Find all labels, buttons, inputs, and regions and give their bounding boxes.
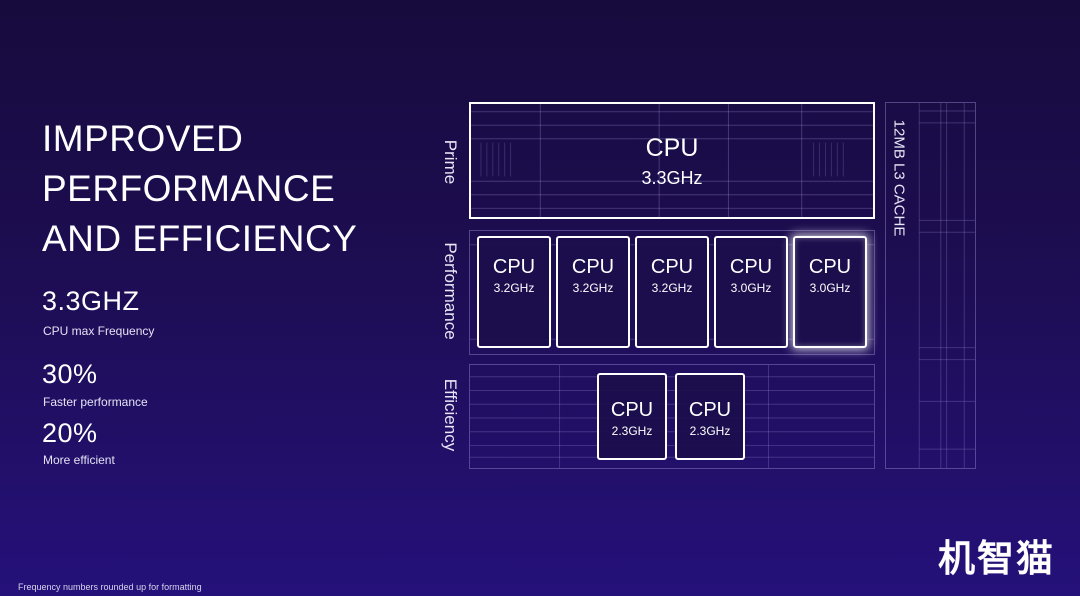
stat-performance-value: 30% [42, 359, 98, 389]
title-line-3: AND EFFICIENCY [42, 218, 358, 259]
cluster-label-efficiency: Efficiency [441, 378, 460, 452]
performance-core-4: CPU 3.0GHz [714, 236, 788, 348]
efficiency-core-2-freq: 2.3GHz [689, 424, 731, 438]
efficiency-cluster [469, 364, 875, 469]
efficiency-core-1: CPU 2.3GHz [597, 373, 667, 460]
performance-core-4-name: CPU [729, 256, 773, 278]
title-line-1: IMPROVED [42, 118, 244, 159]
performance-core-3-freq: 3.2GHz [651, 281, 693, 295]
efficiency-core-2-name: CPU [688, 399, 732, 421]
stat-frequency-label: CPU max Frequency [43, 324, 155, 338]
prime-cluster: CPU 3.3GHz [469, 102, 875, 219]
stat-efficiency-label: More efficient [43, 453, 115, 467]
performance-core-2-name: CPU [571, 256, 615, 278]
prime-grid-lines [471, 104, 873, 217]
efficiency-grid-lines [470, 365, 874, 468]
performance-core-5-freq: 3.0GHz [809, 281, 851, 295]
prime-core-freq: 3.3GHz [641, 168, 703, 188]
performance-core-2-freq: 3.2GHz [572, 281, 614, 295]
performance-core-5-name: CPU [808, 256, 852, 278]
performance-core-1-freq: 3.2GHz [493, 281, 535, 295]
efficiency-core-1-name: CPU [610, 399, 654, 421]
title-line-2: PERFORMANCE [42, 168, 336, 209]
cluster-label-performance: Performance [441, 242, 460, 340]
stat-frequency-value: 3.3GHZ [42, 286, 140, 316]
performance-core-3-name: CPU [650, 256, 694, 278]
performance-core-1: CPU 3.2GHz [477, 236, 551, 348]
footnote: Frequency numbers rounded up for formatt… [18, 582, 202, 592]
l3-cache-block [885, 102, 976, 469]
watermark: 机智猫 [938, 537, 1055, 580]
stat-efficiency-value: 20% [42, 418, 98, 448]
efficiency-core-1-freq: 2.3GHz [611, 424, 653, 438]
cache-grid-lines [918, 103, 975, 468]
cluster-label-prime: Prime [441, 139, 460, 185]
performance-core-1-name: CPU [492, 256, 536, 278]
stat-performance-label: Faster performance [43, 395, 148, 409]
performance-core-2: CPU 3.2GHz [556, 236, 630, 348]
prime-core-name: CPU [645, 134, 699, 162]
efficiency-core-2: CPU 2.3GHz [675, 373, 745, 460]
slide-title: IMPROVED PERFORMANCE AND EFFICIENCY [42, 114, 422, 264]
l3-cache-label: 12MB L3 CACHE [890, 119, 908, 237]
performance-core-5: CPU 3.0GHz [793, 236, 867, 348]
performance-core-3: CPU 3.2GHz [635, 236, 709, 348]
performance-core-4-freq: 3.0GHz [730, 281, 772, 295]
